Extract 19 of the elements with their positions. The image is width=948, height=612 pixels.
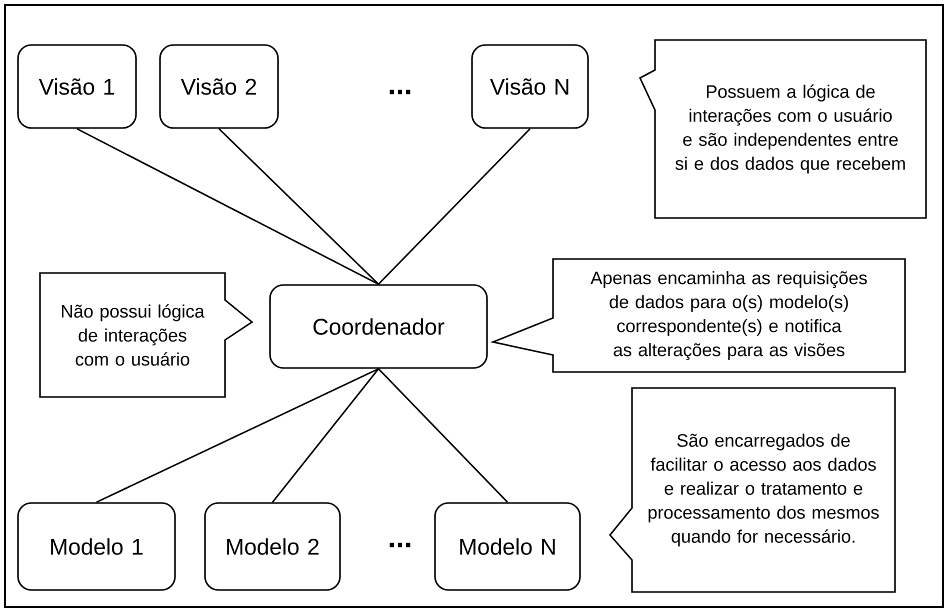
callout: Não possui lógica de interações com o usuário (39, 272, 254, 398)
connector-line (378, 368, 508, 503)
rounded-box: Modelo 2 (204, 502, 341, 591)
callout: São encarregados de facilitar o acesso aos dados e realizar o tratamento e processamento dos mesmos quando for necessário. (608, 387, 896, 593)
rounded-box: Coordenador (269, 284, 488, 369)
connector-line (218, 128, 380, 285)
ellipsis: ... (390, 542, 410, 548)
connector-line (272, 368, 380, 503)
callout: Apenas encaminha as requisições de dados para o(s) modelo(s) correspondente(s) e notifica as alterações para as visões (490, 258, 906, 373)
rounded-box: Modelo N (434, 502, 581, 591)
connector-line (76, 128, 379, 285)
rounded-box: Visão 1 (17, 44, 137, 129)
connector-line (378, 128, 531, 285)
ellipsis: ... (390, 90, 410, 94)
rounded-box: Visão N (471, 44, 589, 129)
connector-line (96, 368, 379, 503)
callout: Possuem a lógica de interações com o usuário e são independentes entre si e dos dados que recebem (638, 39, 927, 219)
rounded-box: Visão 2 (159, 44, 279, 129)
rounded-box: Modelo 1 (17, 502, 176, 591)
